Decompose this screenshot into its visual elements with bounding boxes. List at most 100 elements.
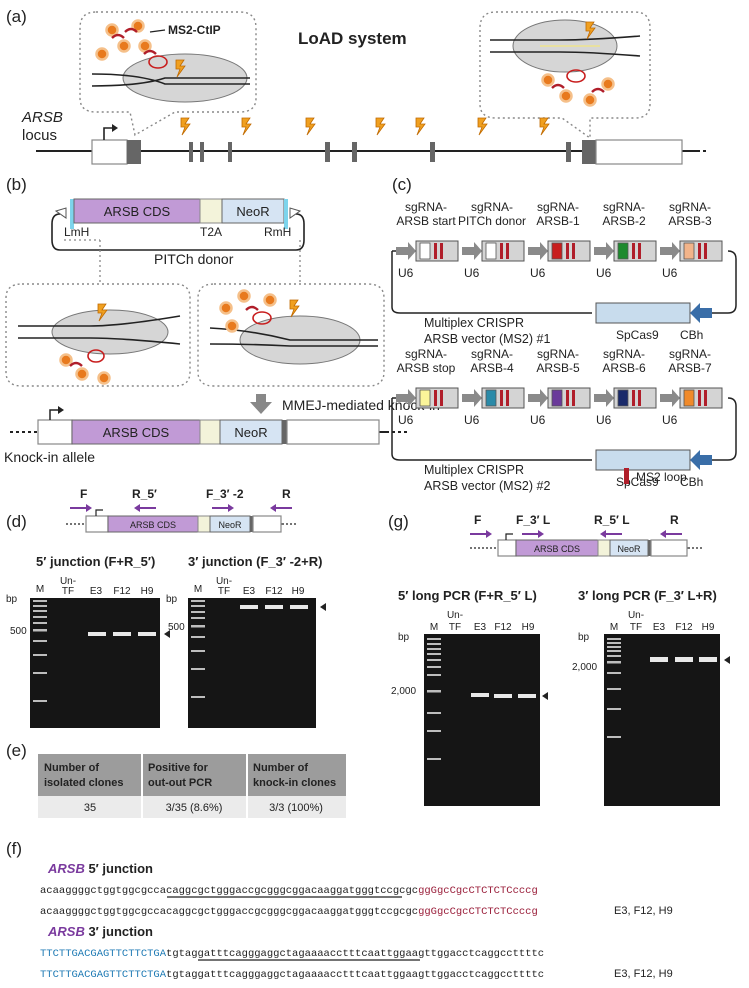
gel-d2 bbox=[188, 598, 316, 728]
ms2-loop-mark bbox=[704, 390, 707, 406]
ms2-loop-mark bbox=[506, 243, 509, 259]
gel-g1-ladder bbox=[427, 638, 441, 760]
ladder-band bbox=[427, 690, 441, 693]
gel-g1 bbox=[424, 634, 540, 806]
ladder-band bbox=[607, 655, 621, 657]
gel-d1-title: 5′ junction (F+R_5′) bbox=[36, 554, 155, 569]
cut-bolt bbox=[375, 117, 386, 136]
allele-neor-label: NeoR bbox=[234, 425, 267, 440]
panel-a: (a) LoAD system MS2-CtIP ARSB locus bbox=[0, 7, 708, 165]
panel-g: (g) ARSB CDS NeoR F F_3′ L R_5′ L R 5′ l… bbox=[388, 512, 730, 806]
f3-ref-seq: TTCTTGACGAGTTCTTCTGAtgtaggatttcagggaggct… bbox=[40, 948, 544, 960]
exon bbox=[430, 142, 435, 162]
donor-cds-label: ARSB CDS bbox=[104, 204, 171, 219]
g-primer-f-head bbox=[486, 530, 492, 538]
gel-g1-lane-h9: H9 bbox=[522, 622, 535, 633]
table-header-1b: isolated clones bbox=[44, 777, 123, 789]
ladder-band bbox=[191, 600, 205, 602]
spacer-color bbox=[683, 389, 695, 407]
ms2-loop-mark bbox=[572, 390, 575, 406]
gel-g2-lane-f12: F12 bbox=[675, 622, 693, 633]
u6-promoter-arrow bbox=[594, 242, 614, 260]
exon-utr-left bbox=[91, 139, 128, 165]
protein-dot bbox=[263, 293, 277, 307]
gel-g2-band-h9 bbox=[699, 657, 717, 662]
ms2-loop-mark bbox=[506, 390, 509, 406]
gel-g2-lane-m: M bbox=[610, 622, 618, 633]
gel-g1-band-e3 bbox=[471, 693, 489, 697]
exon-1 bbox=[127, 140, 141, 164]
vector-2: sgRNA-ARSB stopU6sgRNA-ARSB-4U6sgRNA-ARS… bbox=[391, 347, 737, 493]
gel-g1-lane-tf: TF bbox=[449, 622, 461, 633]
ladder-band bbox=[607, 736, 621, 738]
vector-backbone bbox=[391, 397, 737, 461]
gel-d2-title: 3′ junction (F_3′ -2+R) bbox=[188, 554, 322, 569]
sgrna-label-line1: sgRNA- bbox=[537, 347, 579, 361]
vector-name-line1: Multiplex CRISPR bbox=[424, 316, 524, 330]
sgrna-label-line2: ARSB-3 bbox=[668, 214, 712, 228]
panel-c-label: (c) bbox=[392, 175, 412, 194]
sgrna-label-line1: sgRNA- bbox=[603, 347, 645, 361]
ladder-band bbox=[33, 610, 47, 612]
table-value-3: 3/3 (100%) bbox=[269, 802, 323, 814]
cbh-label: CBh bbox=[680, 328, 703, 342]
u6-promoter-arrow bbox=[594, 389, 614, 407]
ladder-band bbox=[427, 712, 441, 714]
gel-d1-ladder bbox=[33, 600, 47, 702]
protein-dot bbox=[237, 289, 251, 303]
gel-g1-lane-m: M bbox=[430, 622, 438, 633]
primer-r-head bbox=[270, 504, 276, 512]
spacer-color bbox=[683, 242, 695, 260]
exon-last bbox=[582, 140, 596, 164]
f5-ref-seq: acaaggggctggtggcgccacaggcgctgggaccgcgggc… bbox=[40, 885, 538, 897]
panel-e-label: (e) bbox=[6, 741, 27, 760]
cbh-promoter-arrow bbox=[690, 303, 712, 323]
lmh-mark bbox=[70, 199, 74, 229]
gel-g2-band-e3 bbox=[650, 657, 668, 662]
allele-utr-left bbox=[37, 419, 73, 445]
ladder-band bbox=[191, 611, 205, 613]
rmh-mark bbox=[284, 199, 288, 229]
ms2-loop-mark bbox=[440, 390, 443, 406]
ladder-band bbox=[607, 672, 621, 674]
ms2-loop-left bbox=[148, 55, 168, 69]
d-exon bbox=[250, 516, 253, 532]
gel-g1-unit: bp bbox=[398, 632, 410, 643]
g-t2a bbox=[597, 539, 611, 557]
gel-d2-unit: bp bbox=[166, 594, 178, 605]
gel-g2-marker: 2,000 bbox=[572, 662, 597, 673]
ms2-arc bbox=[590, 87, 606, 94]
u6-promoter-arrow bbox=[462, 242, 482, 260]
gel-g1-band-f12 bbox=[494, 694, 512, 698]
exon bbox=[352, 142, 357, 162]
exon bbox=[325, 142, 330, 162]
spacer-color bbox=[485, 389, 497, 407]
ms2-loop-mark bbox=[500, 390, 503, 406]
gel-d1-lane-tf: TF bbox=[62, 586, 74, 597]
u6-promoter-arrow bbox=[660, 389, 680, 407]
primer-f-head bbox=[86, 504, 92, 512]
pitch-donor-label: PITCh donor bbox=[154, 251, 234, 267]
protein-dot bbox=[138, 39, 152, 53]
sgrna-label-line1: sgRNA- bbox=[537, 200, 579, 214]
ms2-legend-swatch bbox=[624, 468, 629, 484]
tss-arrow bbox=[103, 127, 114, 140]
sgrna-label-line1: sgRNA- bbox=[669, 347, 711, 361]
gel-d2-band-h9 bbox=[290, 605, 308, 609]
left-donor-bubble bbox=[5, 283, 191, 387]
gel-d1-band-f12 bbox=[113, 632, 131, 636]
u6-label: U6 bbox=[596, 413, 612, 427]
ladder-band bbox=[427, 666, 441, 668]
cut-bolt bbox=[180, 117, 191, 136]
ms2-loop-mark bbox=[434, 390, 437, 406]
f5-title-text: 5′ junction bbox=[85, 861, 153, 876]
spacer-color bbox=[617, 389, 629, 407]
table-header-2b: out-out PCR bbox=[148, 777, 212, 789]
sgrna-label-line2: ARSB-1 bbox=[536, 214, 580, 228]
sgrna-label-line1: sgRNA- bbox=[603, 200, 645, 214]
gel-d1-band-h9 bbox=[138, 632, 156, 636]
panel-g-label: (g) bbox=[388, 512, 409, 531]
spacer-color bbox=[551, 242, 563, 260]
ladder-band bbox=[427, 643, 441, 645]
